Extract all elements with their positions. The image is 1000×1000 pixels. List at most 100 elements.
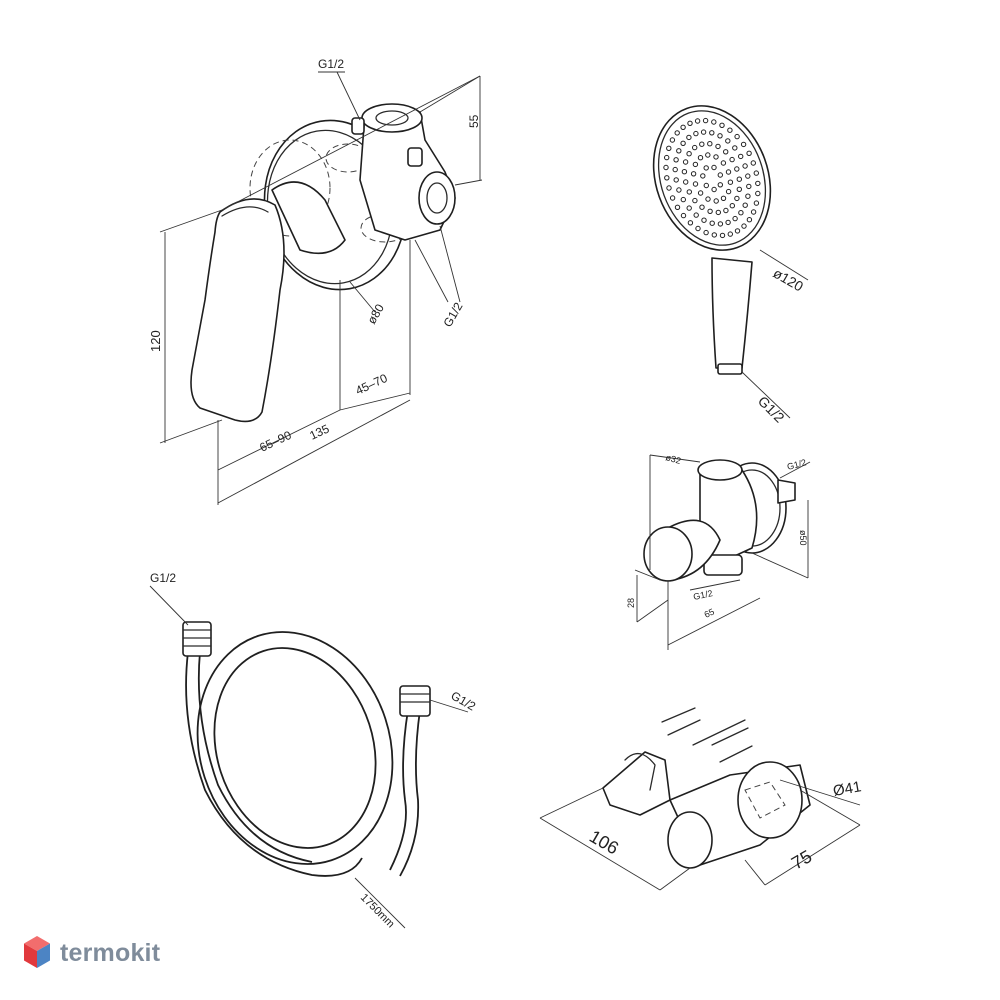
nozzle-dot (686, 151, 692, 157)
nozzle-dot (725, 219, 731, 226)
nozzle-dot (687, 120, 693, 127)
nozzle-dot (664, 154, 670, 161)
outlet-outlet-label: G1/2 (692, 588, 713, 602)
brand-name: termokit (60, 938, 161, 967)
nozzle-dot (729, 156, 735, 163)
mixer-inlet-label: G1/2 (318, 57, 344, 71)
nozzle-dot (666, 185, 672, 191)
nozzle-dot (750, 209, 757, 215)
nozzle-dot (672, 166, 678, 173)
nozzle-dot (711, 186, 717, 193)
nozzle-dot (719, 232, 726, 239)
brand-cube-icon (24, 936, 50, 968)
nozzle-dot (741, 223, 747, 229)
nozzle-dot (700, 129, 707, 135)
nozzle-dot (753, 170, 759, 176)
nozzle-dot (736, 186, 742, 193)
holder-length-label: 75 (788, 846, 815, 873)
nozzle-dot (682, 159, 689, 165)
nozzle-dot (711, 232, 717, 238)
nozzle-dot (742, 202, 748, 208)
holder-depth-label: 106 (586, 826, 622, 858)
mixer-top-height-label: 55 (467, 114, 481, 128)
nozzle-dot (692, 144, 698, 151)
nozzle-dot (734, 166, 740, 172)
nozzle-dot (680, 140, 686, 147)
nozzle-dot (692, 161, 699, 168)
nozzle-dot (674, 130, 680, 136)
nozzle-dot (680, 212, 687, 219)
hose-length-label: 1750mm (358, 892, 397, 931)
nozzle-dot (703, 182, 709, 189)
nozzle-dot (720, 195, 727, 202)
nozzle-dot (755, 180, 761, 187)
outlet-depth-label: 65 (703, 607, 716, 620)
nozzle-dot (738, 210, 744, 216)
nozzle-dot (717, 133, 723, 139)
mixer-outlet-label: G1/2 (440, 300, 465, 330)
shower-nozzles (663, 117, 761, 239)
nozzle-dot (740, 141, 747, 148)
nozzle-dot (693, 130, 699, 137)
nozzle-dot (742, 163, 748, 169)
outlet-connection-top-label: G1/2 (786, 457, 807, 472)
nozzle-dot (707, 208, 713, 215)
nozzle-dot (717, 221, 724, 227)
nozzle-dot (686, 205, 692, 211)
nozzle-dot (705, 196, 711, 202)
nozzle-dot (717, 172, 723, 178)
nozzle-dot (755, 190, 761, 197)
nozzle-dot (674, 204, 681, 211)
nozzle-dot (736, 176, 742, 182)
nozzle-dot (681, 169, 688, 175)
nozzle-dot (686, 134, 692, 141)
nozzle-dot (734, 133, 740, 140)
nozzle-dot (745, 193, 751, 199)
nozzle-dot (729, 203, 735, 209)
nozzle-dot (725, 169, 732, 175)
nozzle-dot (715, 143, 721, 150)
nozzle-dot (717, 182, 723, 188)
nozzle-dot (727, 179, 734, 185)
holder-drawing (539, 707, 861, 891)
hose-drawing (149, 585, 469, 929)
nozzle-dot (709, 130, 715, 136)
wall-outlet-drawing (634, 454, 811, 650)
nozzle-dot (732, 215, 738, 222)
nozzle-dot (686, 189, 692, 195)
nozzle-dot (692, 197, 698, 204)
nozzle-dot (707, 141, 713, 147)
nozzle-dot (711, 164, 717, 171)
nozzle-dot (680, 196, 686, 203)
nozzle-dot (709, 220, 715, 226)
nozzle-dot (734, 228, 741, 234)
outlet-height-label: 28 (626, 598, 636, 608)
nozzle-dot (694, 118, 701, 124)
shower-connection-label: G1/2 (755, 393, 788, 426)
mixer-drawing (159, 71, 483, 505)
nozzle-dot (745, 173, 751, 179)
nozzle-dot (701, 217, 707, 223)
nozzle-dot (705, 152, 711, 158)
nozzle-dot (719, 122, 725, 129)
nozzle-dot (713, 198, 719, 204)
holder-dia-label: Ø41 (832, 778, 863, 800)
nozzle-dot (690, 171, 697, 177)
brand-logo: termokit (22, 934, 160, 972)
nozzle-dot (715, 209, 721, 216)
nozzle-dot (676, 148, 682, 154)
nozzle-dot (697, 155, 704, 161)
nozzle-dot (738, 153, 744, 160)
nozzle-dot (734, 195, 740, 202)
hose-end-a-label: G1/2 (150, 571, 176, 585)
nozzle-dot (699, 141, 705, 147)
mixer-depth-body-label: 45–70 (353, 371, 389, 398)
nozzle-dot (687, 220, 694, 226)
nozzle-dot (723, 207, 729, 214)
nozzle-dot (697, 190, 704, 196)
nozzle-dot (746, 150, 752, 157)
shower-head-dia-label: ø120 (771, 265, 807, 295)
nozzle-dot (732, 145, 738, 151)
nozzle-dot (746, 217, 753, 223)
nozzle-dot (663, 164, 669, 171)
